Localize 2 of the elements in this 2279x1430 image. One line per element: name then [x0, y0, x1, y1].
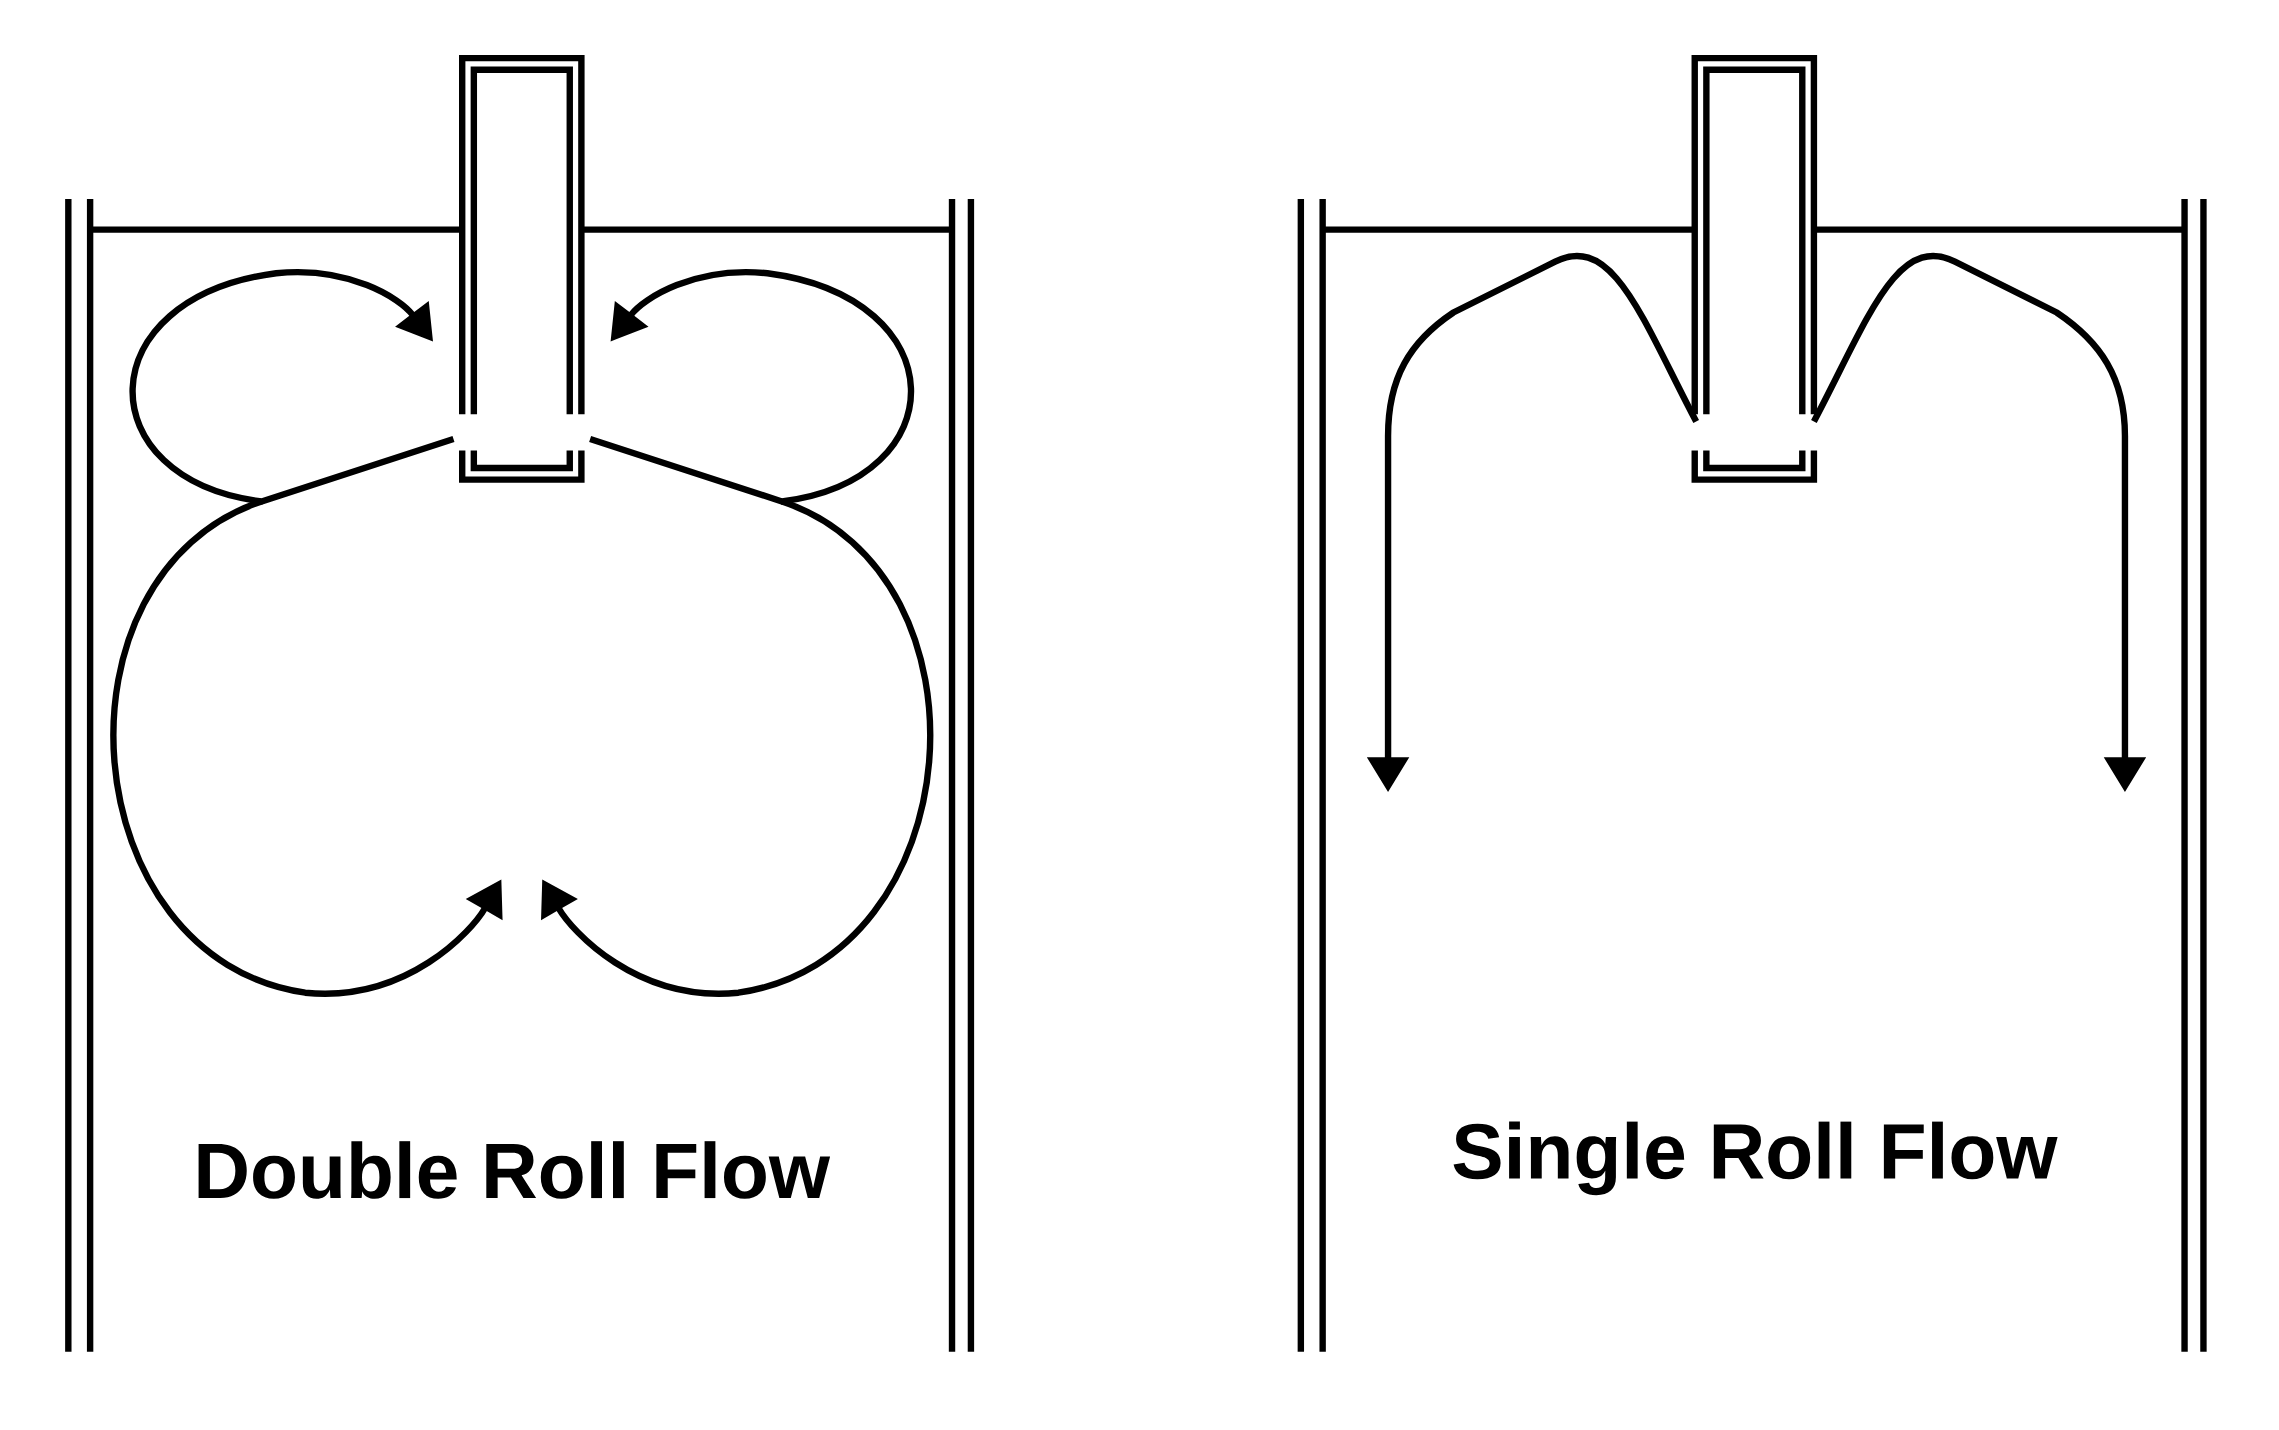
caption-label: Single Roll Flow [1453, 1121, 2058, 1196]
caption-label: Double Roll Flow [198, 1141, 831, 1199]
